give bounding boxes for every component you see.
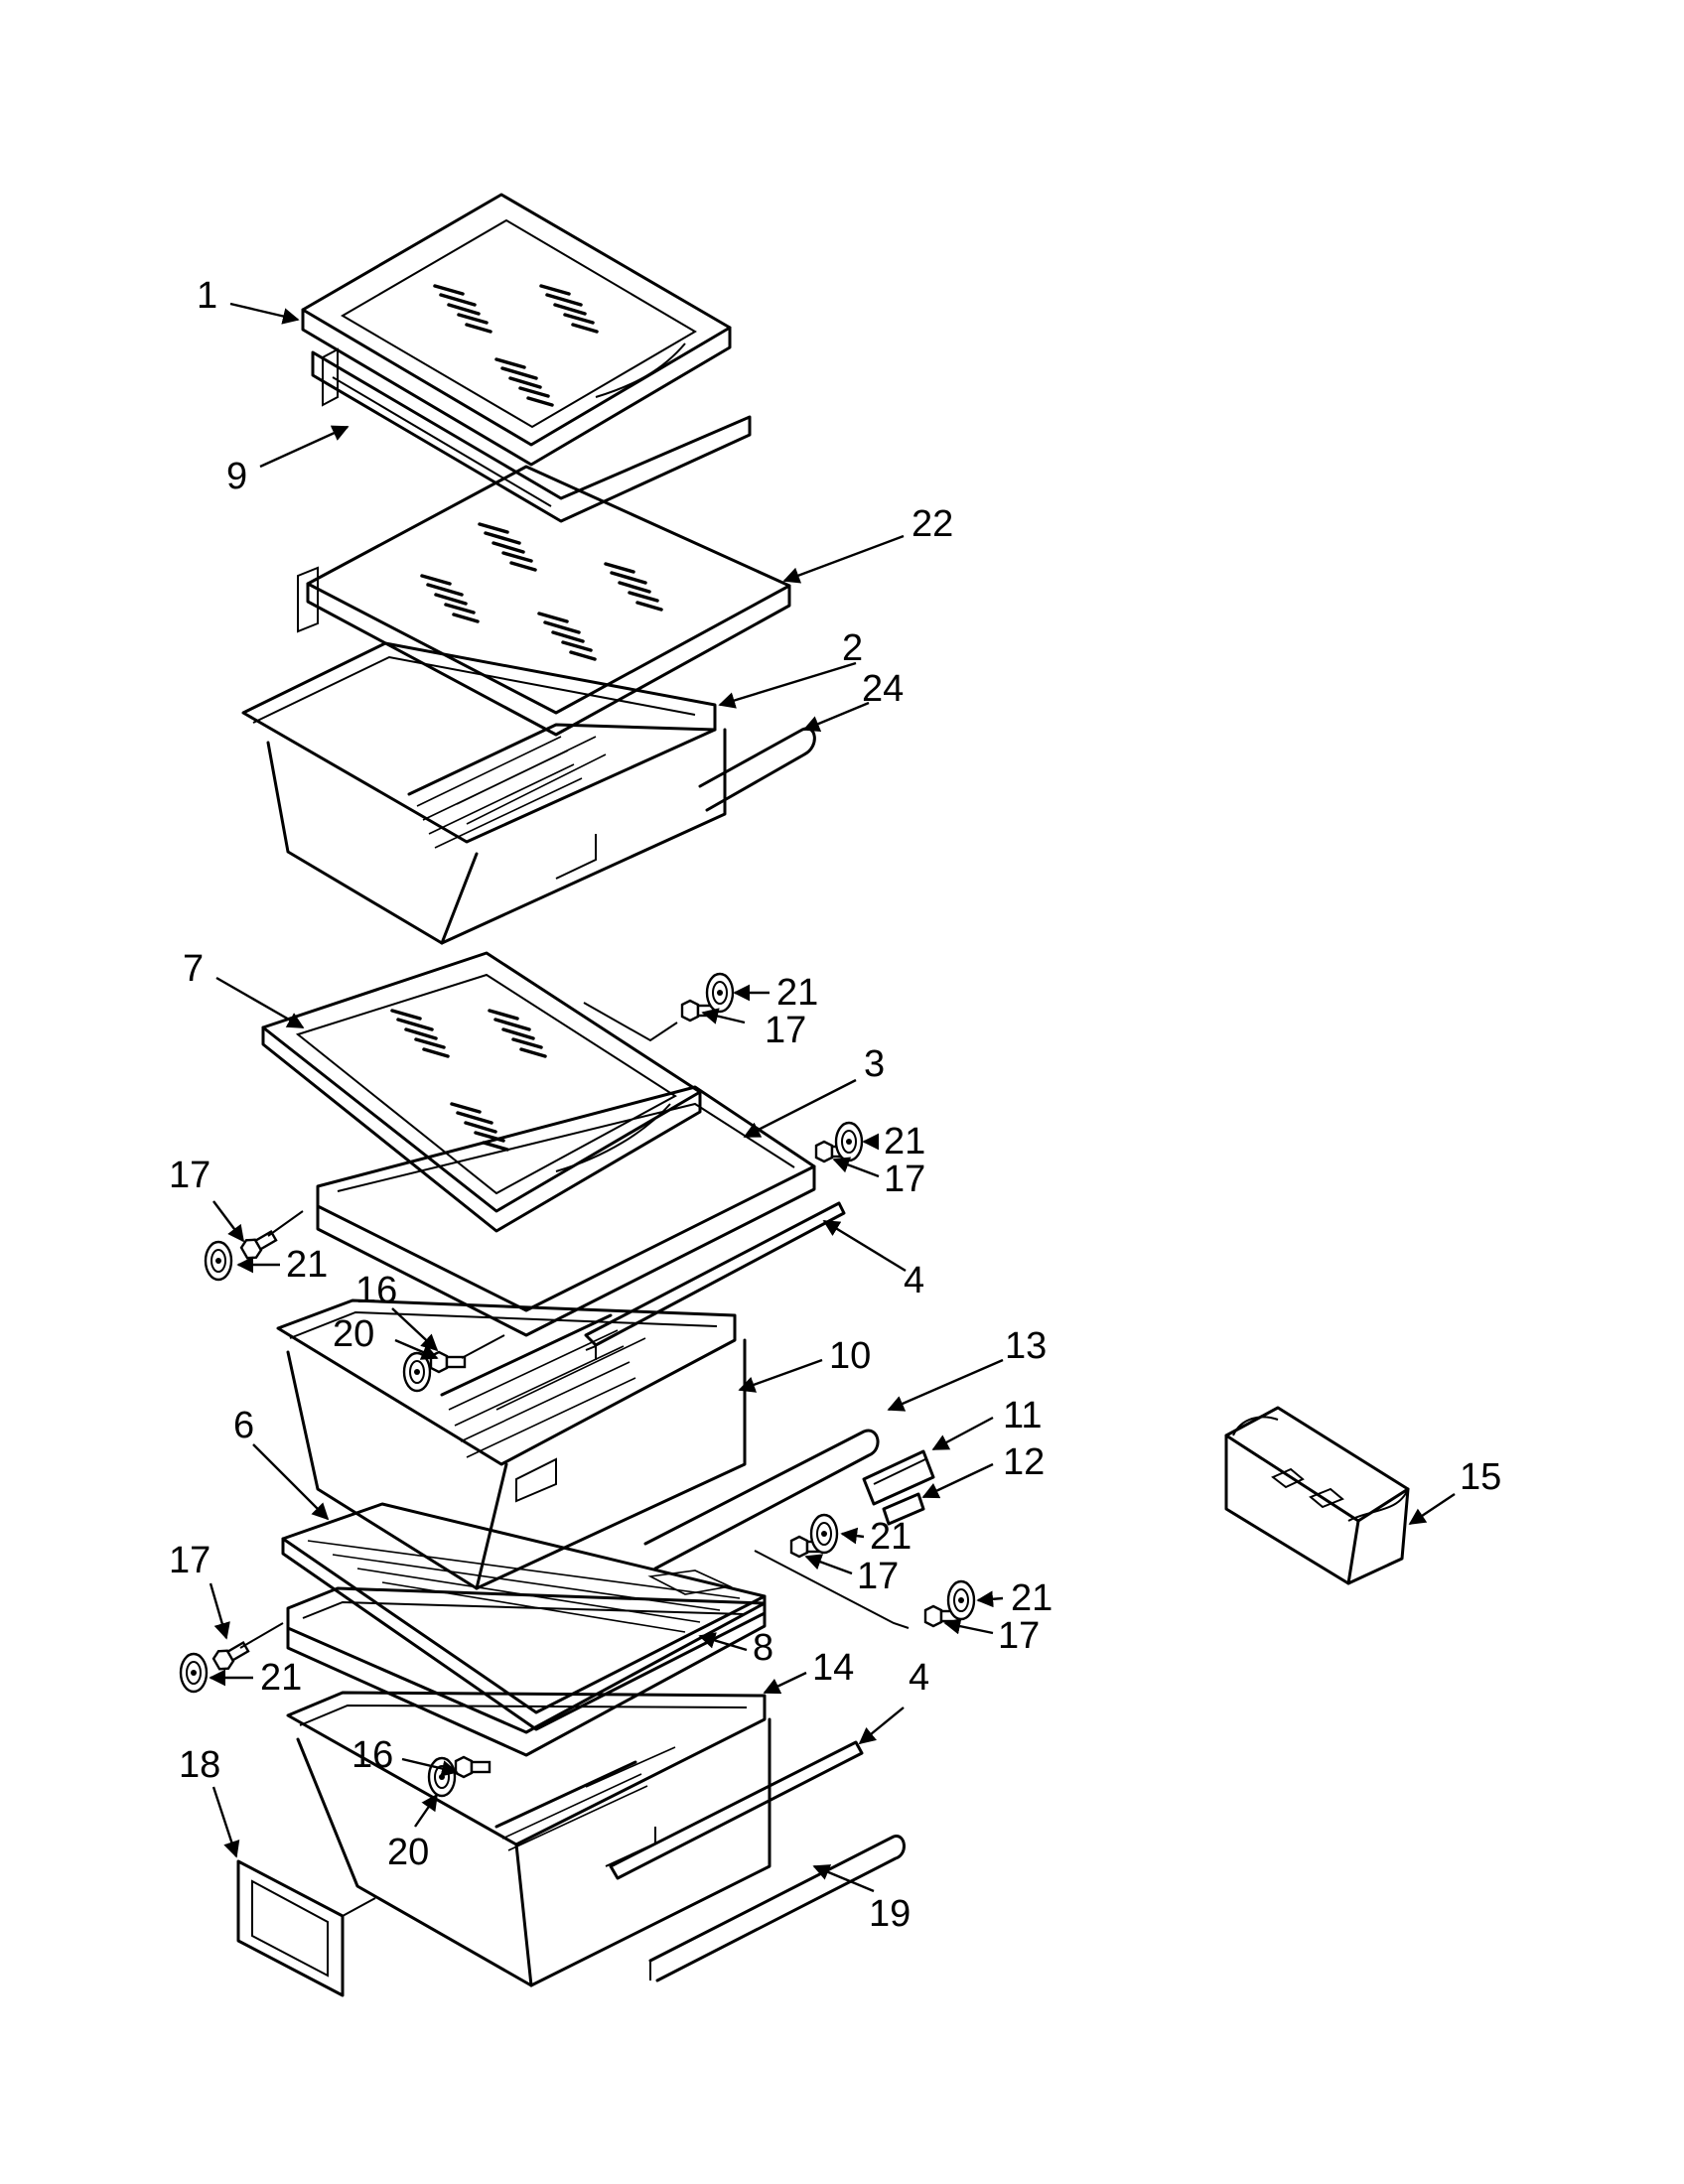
callout-21: 21	[286, 1244, 328, 1286]
callout-21: 21	[776, 972, 818, 1014]
drawer-frame-part-3	[316, 1085, 816, 1337]
hardware-20-16-lower	[427, 1755, 491, 1798]
callout-1: 1	[197, 275, 217, 317]
cover-strip-part-24	[698, 727, 816, 812]
callout-22: 22	[912, 503, 953, 545]
hardware-21-17-top	[583, 972, 735, 1042]
door-bin-part-15	[1224, 1406, 1410, 1585]
clip-part-12	[882, 1492, 925, 1526]
bottom-drawer-part-14	[286, 1691, 772, 1987]
hardware-21-17-right-a	[814, 1121, 864, 1163]
callout-12: 12	[1003, 1441, 1045, 1483]
callout-9: 9	[226, 456, 247, 497]
cover-strip-part-13	[643, 1429, 880, 1570]
callout-10: 10	[829, 1335, 871, 1377]
callout-16: 16	[355, 1270, 397, 1311]
hardware-21-17-left-b	[179, 1622, 284, 1694]
hardware-20-16-upper	[402, 1334, 505, 1393]
callout-7: 7	[183, 948, 204, 990]
callout-20: 20	[333, 1313, 374, 1355]
cover-strip-part-4-upper	[584, 1201, 846, 1360]
callout-15: 15	[1460, 1456, 1501, 1498]
callout-17: 17	[857, 1556, 899, 1597]
shelf-frame-part-9	[311, 347, 752, 523]
humidity-control-part-18	[236, 1859, 376, 1997]
callout-17: 17	[765, 1010, 806, 1051]
callout-4: 4	[904, 1260, 924, 1301]
callout-3: 3	[864, 1043, 885, 1085]
callout-19: 19	[869, 1893, 911, 1935]
callout-labels: 1 9 22 2 24 7 21 17 3 21 17 17 21 4 16 2…	[169, 275, 1501, 1935]
callout-4: 4	[909, 1657, 929, 1699]
callout-21: 21	[884, 1121, 925, 1162]
glass-shelf-part-7	[261, 951, 702, 1233]
callout-20: 20	[387, 1832, 429, 1873]
callout-21: 21	[1011, 1577, 1052, 1619]
hardware-21-17-right-b	[789, 1513, 839, 1559]
clip-part-11	[862, 1449, 935, 1506]
callout-14: 14	[812, 1647, 854, 1689]
callout-11: 11	[1003, 1395, 1042, 1436]
hardware-21-17-left-a	[204, 1210, 304, 1282]
callout-2: 2	[842, 627, 863, 669]
leader-lines	[209, 302, 1456, 1893]
crisper-drawer-part-2	[241, 641, 727, 945]
callout-21: 21	[870, 1516, 912, 1558]
cover-strip-part-4-lower	[609, 1740, 864, 1880]
callout-17: 17	[169, 1155, 210, 1196]
hardware-21-17-right-c	[754, 1550, 976, 1629]
callout-6: 6	[233, 1405, 254, 1446]
callout-16: 16	[351, 1734, 393, 1776]
callout-17: 17	[998, 1615, 1040, 1657]
callout-17: 17	[884, 1159, 925, 1200]
callout-18: 18	[179, 1744, 220, 1786]
shelf-glass-part-1	[301, 193, 732, 467]
callout-13: 13	[1005, 1325, 1047, 1367]
callout-24: 24	[862, 668, 904, 710]
callout-21: 21	[260, 1657, 302, 1699]
drawer-frame-part-8	[286, 1586, 767, 1757]
cover-strip-part-19	[648, 1835, 906, 1982]
callout-17: 17	[169, 1540, 210, 1581]
callout-8: 8	[753, 1627, 773, 1669]
glass-shelf-part-22	[297, 465, 791, 737]
